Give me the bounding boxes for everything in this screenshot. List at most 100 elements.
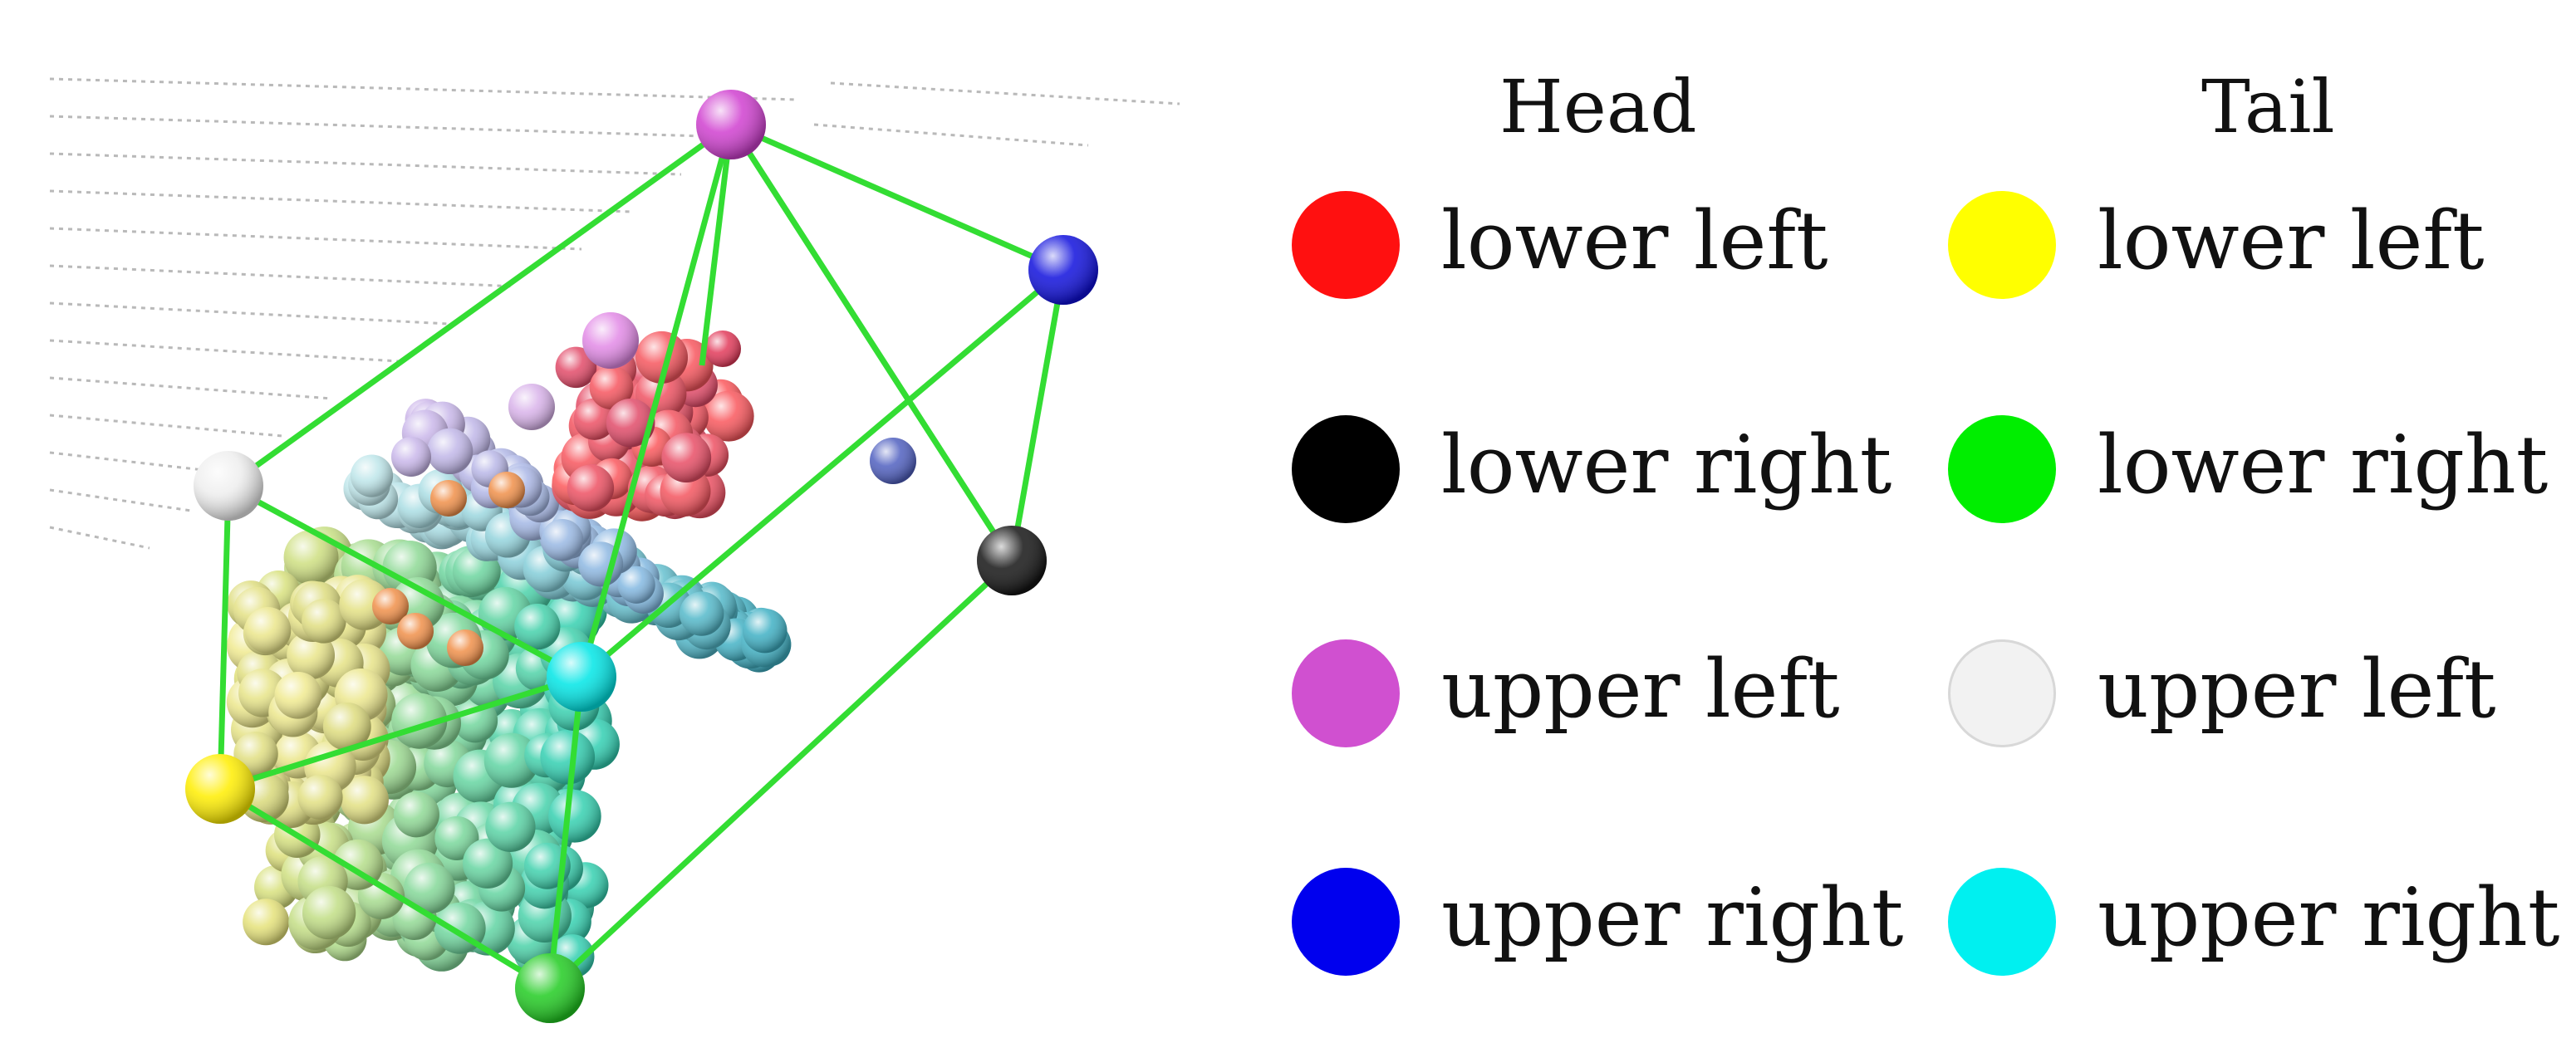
background-text-line xyxy=(49,77,798,101)
corner-markers xyxy=(185,90,1098,1023)
cloud-sphere xyxy=(391,437,431,477)
corner-tail-lower-right xyxy=(515,953,585,1023)
legend-label: upper left xyxy=(1441,643,1840,736)
corner-tail-lower-left xyxy=(185,754,255,824)
corner-tail-upper-left xyxy=(194,451,263,521)
legend-tail-title: Tail xyxy=(2201,64,2335,149)
bounding-box-edges xyxy=(217,121,1067,991)
cloud-sphere xyxy=(548,790,601,843)
cloud-sphere xyxy=(704,331,741,367)
box-edge xyxy=(699,124,734,366)
legend-item-tail-upper-left: upper left xyxy=(1948,631,2576,756)
legend-swatch-head-upper-right xyxy=(1292,868,1400,976)
cloud-sphere xyxy=(274,671,322,719)
cloud-sphere xyxy=(462,838,513,889)
legend-swatch-head-lower-left xyxy=(1292,191,1400,299)
cloud-sphere xyxy=(340,776,389,825)
cloud-sphere xyxy=(447,629,483,666)
corner-head-lower-right xyxy=(977,526,1047,595)
corner-tail-upper-right xyxy=(547,642,616,712)
cloud-sphere xyxy=(540,729,596,785)
cloud-sphere xyxy=(350,454,394,497)
box-edge xyxy=(227,482,583,680)
box-edge xyxy=(226,122,734,488)
box-edge xyxy=(578,124,734,678)
background-text-line xyxy=(49,152,682,176)
box-edge xyxy=(218,673,583,792)
cloud-sphere xyxy=(661,433,712,482)
cloud-sphere xyxy=(453,698,498,743)
background-text-line xyxy=(49,189,632,213)
background-text-line xyxy=(49,414,283,438)
legend-label: upper right xyxy=(2098,871,2560,964)
cloud-sphere xyxy=(297,774,343,820)
background-text-line xyxy=(49,526,150,550)
cloud-sphere xyxy=(742,608,788,654)
cloud-sphere xyxy=(508,384,555,430)
legend-item-head-upper-left: upper left xyxy=(1292,631,1923,756)
legend-item-head-lower-right: lower right xyxy=(1292,407,1923,531)
background-text-line xyxy=(49,339,400,363)
background-text-line xyxy=(49,115,732,139)
background-text-lines xyxy=(49,77,1180,550)
cloud-sphere xyxy=(393,791,439,838)
legend-label: lower right xyxy=(2098,419,2549,512)
background-text-line xyxy=(49,264,516,288)
legend-item-tail-lower-left: lower left xyxy=(1948,183,2576,307)
box-edge xyxy=(218,786,552,991)
background-text-line xyxy=(49,227,582,251)
legend-swatch-tail-upper-right xyxy=(1948,868,2056,976)
background-text-line xyxy=(49,451,233,475)
cloud-sphere xyxy=(870,438,916,484)
legend-label: upper right xyxy=(1441,871,1904,964)
cloud-sphere xyxy=(703,390,754,442)
legend-swatch-head-lower-right xyxy=(1292,415,1400,523)
legend-swatch-tail-lower-left xyxy=(1948,191,2056,299)
cloud-sphere xyxy=(679,591,724,636)
cloud-sphere xyxy=(582,312,639,369)
background-text-line xyxy=(49,488,192,512)
legend-head-title: Head xyxy=(1499,64,1697,149)
cloud-sphere xyxy=(283,530,339,585)
cloud-sphere xyxy=(391,693,448,749)
cloud-sphere xyxy=(589,365,634,410)
cloud-sphere xyxy=(404,862,455,914)
cloud-sphere xyxy=(430,480,467,517)
legend-item-tail-upper-right: upper right xyxy=(1948,859,2576,984)
legend-item-tail-lower-right: lower right xyxy=(1948,407,2576,531)
cloud-sphere xyxy=(397,613,434,649)
background-text-line xyxy=(813,123,1089,147)
cloud-sphere xyxy=(302,599,346,644)
box-edge xyxy=(547,676,585,989)
box-edge xyxy=(729,121,1065,273)
legend-label: lower left xyxy=(2098,194,2485,287)
corner-head-upper-left xyxy=(696,90,766,159)
legend-label: upper left xyxy=(2098,643,2496,736)
background-text-line xyxy=(830,81,1180,105)
legend-swatch-tail-upper-left xyxy=(1948,639,2056,747)
legend-swatch-tail-lower-right xyxy=(1948,415,2056,523)
cloud-sphere xyxy=(617,566,655,604)
cloud-sphere xyxy=(573,398,616,440)
legend-item-head-lower-left: lower left xyxy=(1292,183,1923,307)
background-text-line xyxy=(49,301,449,326)
cloud-sphere xyxy=(541,518,584,561)
legend-label: lower right xyxy=(1441,419,1892,512)
box-edge xyxy=(729,123,1014,562)
cloud-sphere xyxy=(567,464,615,512)
background-text-line xyxy=(49,376,333,400)
box-edge xyxy=(579,267,1066,679)
corner-head-upper-right xyxy=(1028,235,1098,305)
cloud-sphere xyxy=(635,331,689,384)
cloud-sphere xyxy=(302,886,356,940)
cloud-sphere xyxy=(243,899,290,946)
cloud-sphere xyxy=(514,604,561,650)
cloud-sphere xyxy=(287,631,336,680)
box-edge xyxy=(217,485,232,790)
cloud-sphere xyxy=(483,732,539,788)
cloud-sphere xyxy=(372,588,409,624)
cloud-sphere xyxy=(606,398,655,448)
legend-item-head-upper-right: upper right xyxy=(1292,859,1923,984)
box-edge xyxy=(547,558,1014,991)
